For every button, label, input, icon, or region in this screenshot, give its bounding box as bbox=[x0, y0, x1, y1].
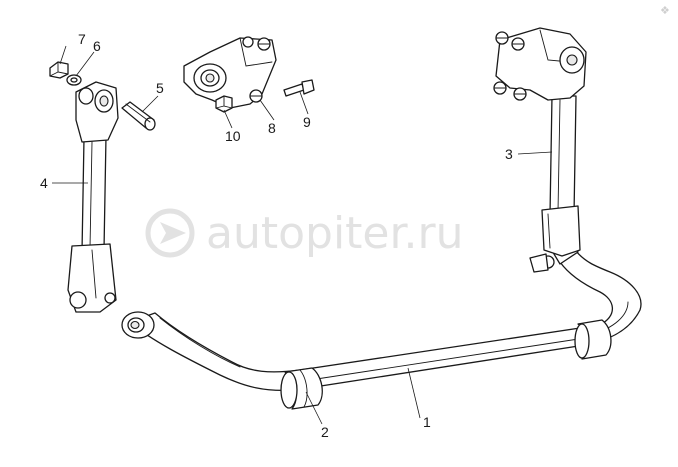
leader-6 bbox=[75, 51, 95, 77]
link-rod-right bbox=[493, 27, 587, 273]
link-rod-left bbox=[67, 81, 119, 313]
callout-5: 5 bbox=[156, 80, 164, 96]
leader-lines bbox=[52, 45, 553, 425]
callout-9: 9 bbox=[303, 114, 311, 130]
leader-2 bbox=[305, 391, 323, 425]
callout-1: 1 bbox=[423, 414, 431, 430]
watermark-text: autopiter.ru bbox=[206, 208, 464, 259]
watermark-arrow-icon bbox=[160, 222, 186, 244]
bushing-right bbox=[574, 319, 612, 360]
leader-8 bbox=[259, 99, 275, 121]
callout-10: 10 bbox=[225, 128, 241, 144]
callout-labels: 1 2 3 4 5 6 7 8 9 10 bbox=[40, 31, 513, 440]
corner-mark: ❖ bbox=[660, 4, 670, 17]
leader-3 bbox=[517, 151, 553, 155]
leader-5 bbox=[141, 95, 159, 113]
callout-7: 7 bbox=[78, 31, 86, 47]
leader-1 bbox=[407, 367, 421, 419]
watermark: autopiter.ru bbox=[145, 208, 464, 259]
nut bbox=[49, 61, 69, 79]
leader-9 bbox=[299, 91, 309, 115]
callout-4: 4 bbox=[40, 175, 48, 191]
callout-6: 6 bbox=[93, 38, 101, 54]
leader-7 bbox=[59, 45, 67, 65]
bolt bbox=[283, 79, 315, 97]
callout-3: 3 bbox=[505, 146, 513, 162]
small-nut bbox=[215, 95, 233, 113]
bushing-left bbox=[280, 367, 323, 410]
watermark-logo-icon bbox=[145, 208, 195, 258]
washer bbox=[66, 74, 82, 86]
pin bbox=[121, 101, 156, 131]
callout-2: 2 bbox=[321, 424, 329, 440]
stabilizer-bar bbox=[121, 235, 642, 392]
callout-8: 8 bbox=[268, 120, 276, 136]
leader-10 bbox=[223, 109, 233, 129]
mounting-bracket bbox=[183, 36, 277, 109]
